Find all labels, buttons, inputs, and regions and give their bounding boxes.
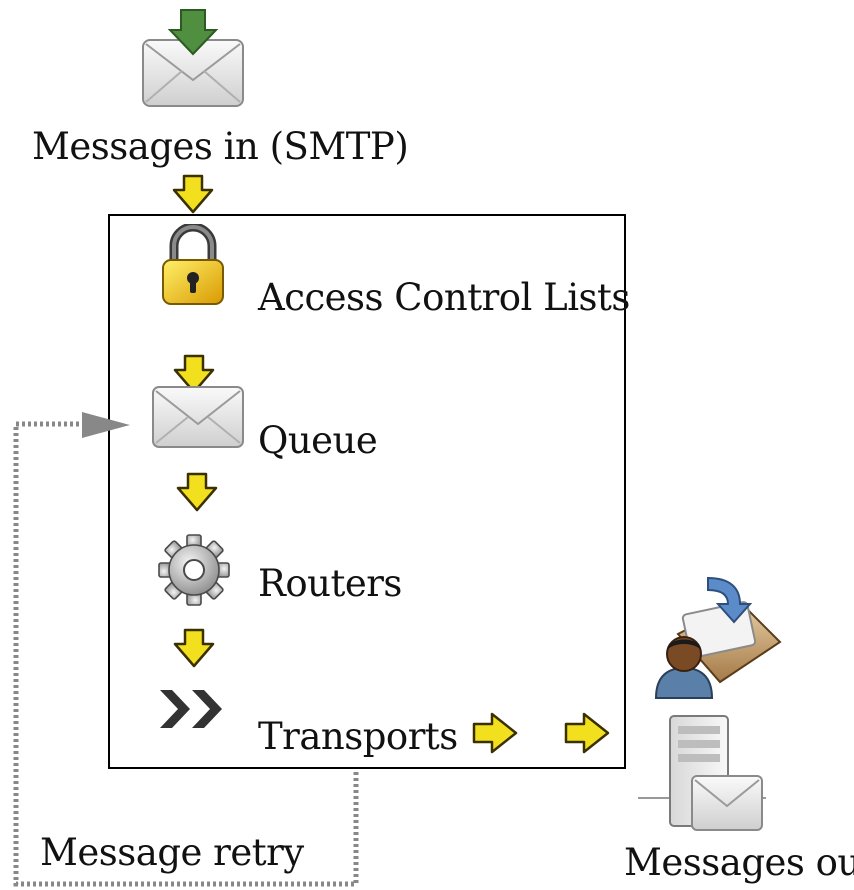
messages-in-label: Messages in (SMTP) — [32, 125, 409, 168]
message-retry-label: Message retry — [40, 831, 304, 874]
step-label-queue: Queue — [258, 419, 378, 462]
mailbox-user-icon — [648, 574, 782, 704]
flow-arrow-down-icon — [173, 628, 215, 668]
flow-arrow-down-icon — [172, 174, 214, 214]
mail-server-icon — [636, 712, 768, 842]
flow-arrow-right-icon — [472, 712, 518, 754]
retry-arrowhead-icon — [80, 410, 132, 440]
step-label-access-control: Access Control Lists — [258, 276, 630, 319]
gear-icon — [156, 532, 232, 608]
double-chevron-icon — [156, 686, 232, 732]
incoming-envelope-icon — [138, 8, 250, 110]
pipeline-box — [108, 214, 626, 769]
flow-arrow-down-icon — [176, 472, 218, 512]
step-label-routers: Routers — [258, 562, 402, 605]
step-label-transports: Transports — [258, 715, 458, 758]
flow-arrow-right-icon — [564, 712, 610, 754]
messages-out-label: Messages out — [624, 841, 854, 884]
padlock-icon — [160, 224, 226, 308]
envelope-queue-icon — [150, 384, 246, 452]
flow-arrow-down-icon — [173, 354, 215, 394]
